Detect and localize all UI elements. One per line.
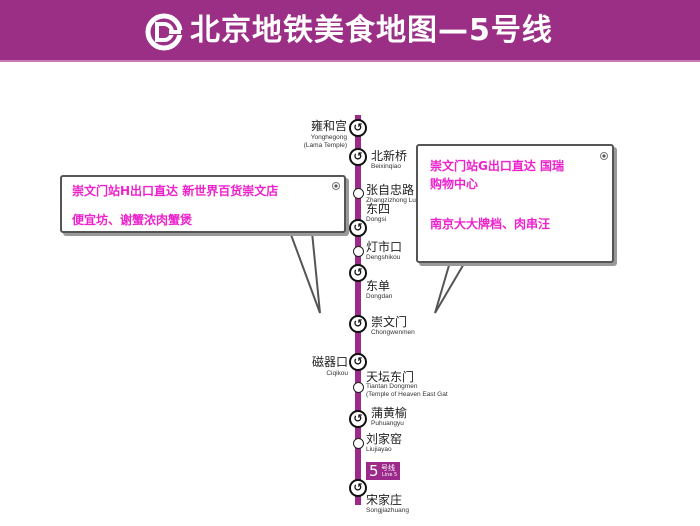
station-pinyin: (Lama Temple) [303,142,347,149]
station-dot[interactable] [352,437,364,449]
line-5-badge: 5 号线 Line 5 [366,462,400,480]
close-icon[interactable] [332,182,340,190]
callout-right-line1: 崇文门站G出口直达 国瑞 [430,159,565,173]
station-pinyin: Zhangzizhong Lu [366,197,416,204]
station-name: 张自忠路 [366,183,415,197]
station-name: 北新桥 [371,149,408,163]
station-pinyin: Dongsi [366,216,387,223]
station-name: 天坛东门 [366,370,415,384]
station-dot[interactable] [352,187,364,199]
callout-right-line3: 南京大大牌档、肉串汪 [430,217,551,231]
station-name: 宋家庄 [366,493,403,507]
station-pinyin: Chongwenmen [371,329,415,336]
station-pinyin: Ciqikou [326,370,348,377]
station-pinyin: (Temple of Heaven East Gat [366,391,448,398]
interchange-icon[interactable]: ↺ [349,219,367,237]
interchange-icon[interactable]: ↺ [349,315,367,333]
station-name: 雍和宫 [310,119,347,133]
line-5-track [355,115,361,505]
line-number: 5 [369,462,379,480]
callout-left: 崇文门站H出口直达 新世界百货崇文店 便宜坊、谢蟹浓肉蟹煲 [60,175,346,233]
station-pinyin: Dengshikou [366,254,401,261]
callout-left-line1: 崇文门站H出口直达 新世界百货崇文店 [72,184,279,198]
close-icon[interactable] [600,152,608,160]
station-name: 东四 [366,202,391,216]
interchange-icon[interactable]: ↺ [349,119,367,137]
station-pinyin: Songjiazhuang [366,507,410,514]
line-label-cn: 号线 [381,464,395,472]
callout-left-line2: 便宜坊、谢蟹浓肉蟹煲 [72,213,193,227]
station-name: 东单 [366,279,391,293]
interchange-icon[interactable]: ↺ [349,353,367,371]
station-name: 蒲黄榆 [371,406,408,420]
station-pinyin: Liujiayao [366,446,392,453]
station-dot[interactable] [352,245,364,257]
interchange-icon[interactable]: ↺ [349,148,367,166]
station-pinyin: Tiantan Dongmen [366,383,418,390]
station-pinyin: Dongdan [366,293,393,300]
line-label-en: Line 5 [382,472,398,478]
station-name: 磁器口 [311,355,348,369]
interchange-icon[interactable]: ↺ [349,264,367,282]
header: 北京地铁美食地图—5号线 [0,0,700,62]
page-title: 北京地铁美食地图—5号线 [190,13,553,48]
beijing-subway-logo-icon [145,13,183,51]
station-name: 刘家窑 [366,432,403,446]
station-name: 灯市口 [366,240,403,254]
station-pinyin: Puhuangyu [371,420,404,427]
callout-right: 崇文门站G出口直达 国瑞 购物中心 南京大大牌档、肉串汪 [416,144,614,263]
interchange-icon[interactable]: ↺ [349,479,367,497]
station-dot[interactable] [352,381,364,393]
station-name: 崇文门 [371,315,408,329]
interchange-icon[interactable]: ↺ [349,410,367,428]
callout-right-line2: 购物中心 [430,177,479,191]
station-pinyin: Beixinqiao [371,163,401,170]
station-pinyin: Yonghegong [310,134,347,141]
